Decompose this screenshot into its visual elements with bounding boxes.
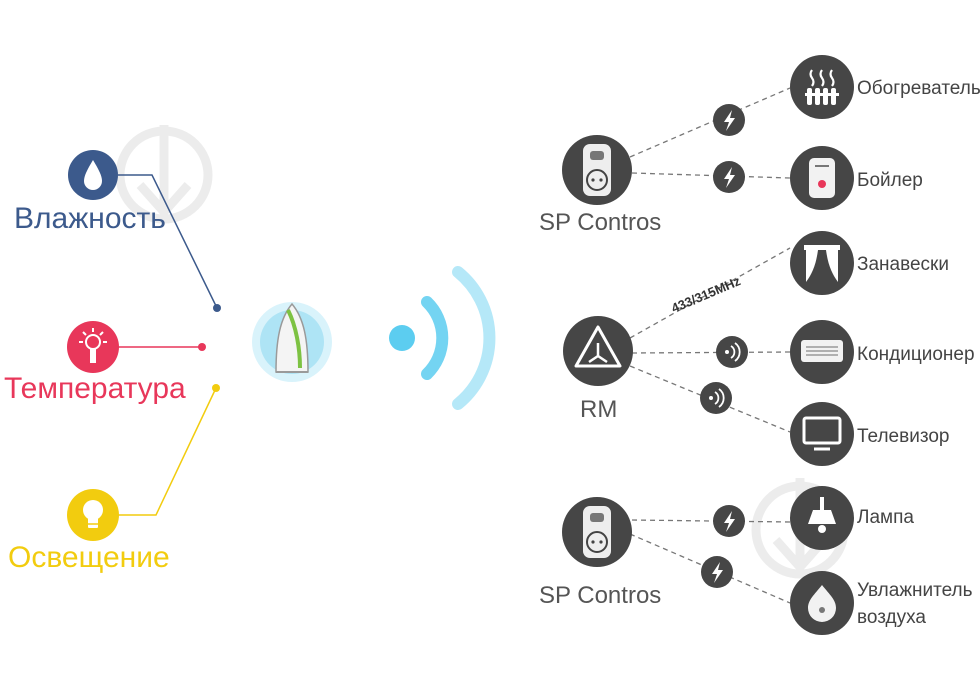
sensor-label-light: Освещение xyxy=(8,541,170,574)
power-badge-icon xyxy=(713,104,745,136)
hub-label-rm: RM xyxy=(580,396,618,423)
boiler-icon xyxy=(790,146,854,210)
hub-label-sp-contros-2: SP Contros xyxy=(539,582,662,609)
device-label-lamp: Лампа xyxy=(857,507,914,528)
power-badge-icon xyxy=(713,161,745,193)
power-badge-icon xyxy=(713,505,745,537)
rm-remote-hub-icon xyxy=(563,316,633,386)
device-label-curtains: Занавески xyxy=(857,254,949,275)
device-label-heater: Обогреватель xyxy=(857,78,980,99)
device-label-tv: Телевизор xyxy=(857,426,950,447)
tv-icon xyxy=(790,402,854,466)
wifi-signal-icon xyxy=(389,266,496,410)
device-label-humidifier-line2: воздуха xyxy=(857,607,926,628)
hub-label-sp-contros-1: SP Contros xyxy=(539,209,662,236)
power-badge-icon xyxy=(701,556,733,588)
curtains-icon xyxy=(790,231,854,295)
device-label-boiler: Бойлер xyxy=(857,170,923,191)
ir-signal-badge-icon xyxy=(716,336,748,368)
light-connector-dot xyxy=(212,384,220,392)
sensor-label-temperature: Температура xyxy=(4,372,186,405)
sensor-label-humidity: Влажность xyxy=(14,202,166,235)
device-label-air-conditioner: Кондиционер xyxy=(857,344,975,365)
light-connector-line xyxy=(118,387,217,516)
light-bulb-icon xyxy=(67,489,119,541)
ir-signal-badge-icon xyxy=(700,382,732,414)
sun-thermometer-icon xyxy=(67,321,119,373)
humidity-connector-line xyxy=(118,174,218,309)
heater-icon xyxy=(790,55,854,119)
temperature-connector-dot xyxy=(198,343,206,351)
device-label-humidifier: Увлажнитель xyxy=(857,580,973,601)
lamp-icon xyxy=(790,486,854,550)
humidifier-icon xyxy=(790,571,854,635)
air-sensor-device-icon xyxy=(252,302,332,382)
humidity-connector-dot xyxy=(213,304,221,312)
device-connections xyxy=(629,87,791,604)
smart-socket-icon xyxy=(562,135,632,205)
humidity-drop-icon xyxy=(68,150,118,200)
smart-socket-icon xyxy=(562,497,632,567)
air-conditioner-icon xyxy=(790,320,854,384)
